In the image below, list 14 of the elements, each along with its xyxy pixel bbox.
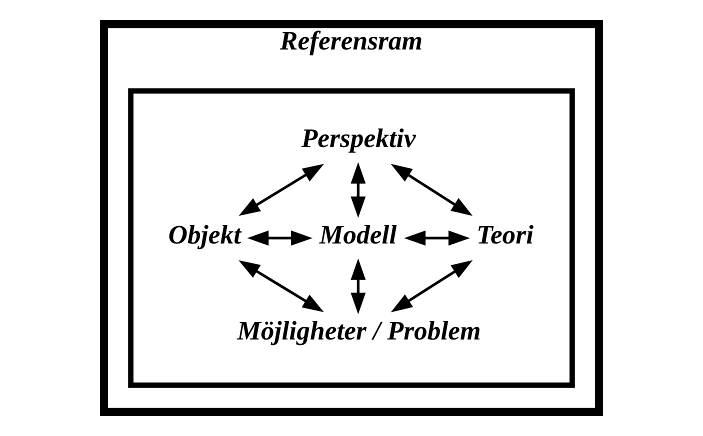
arrow (390, 260, 473, 312)
arrow (350, 258, 366, 314)
cluster (128, 88, 575, 388)
arrow (238, 164, 324, 216)
arrow (404, 230, 470, 246)
node-text: Modell (319, 219, 397, 250)
arrow (247, 230, 313, 246)
node-text: Teori (476, 219, 534, 250)
node-text: Objekt (168, 219, 242, 250)
node-text: Perspektiv (301, 123, 416, 154)
node-text: Möjligheter / Problem (237, 316, 481, 346)
arrow (350, 162, 366, 218)
arrow (238, 260, 324, 312)
arrow (390, 164, 473, 216)
